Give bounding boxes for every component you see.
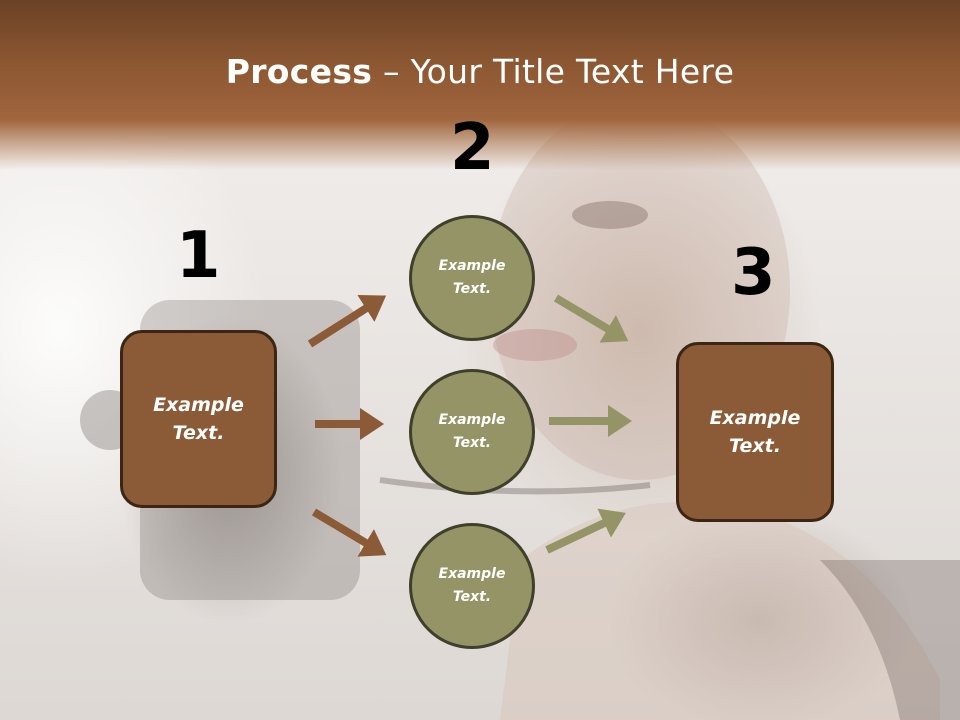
title-bold: Process xyxy=(225,52,373,91)
page-title: Process – Your Title Text Here xyxy=(0,52,960,91)
step-3-label-line1: Example xyxy=(709,406,801,429)
circle-top-line1: Example xyxy=(438,257,506,274)
step-3-label-line2: Text. xyxy=(729,435,781,457)
circle-top: Example Text. xyxy=(409,215,535,341)
arrow-right-up xyxy=(545,508,626,554)
arrow-left-up xyxy=(307,294,387,348)
circle-middle: Example Text. xyxy=(409,369,535,495)
step-1-label-line1: Example xyxy=(153,393,244,416)
step-3-box: Example Text. xyxy=(676,342,834,522)
step-1-box: Example Text. xyxy=(120,330,277,508)
arrow-left-down xyxy=(311,508,387,557)
step-number-3: 3 xyxy=(731,236,776,310)
title-rest: – Your Title Text Here xyxy=(372,52,735,91)
arrow-right-down xyxy=(553,294,629,343)
circle-bottom-line1: Example xyxy=(438,565,506,582)
circle-middle-line2: Text. xyxy=(452,435,492,451)
circle-bottom: Example Text. xyxy=(409,523,535,649)
circle-middle-line1: Example xyxy=(438,411,506,428)
circle-top-line2: Text. xyxy=(452,281,492,297)
header-band xyxy=(0,0,960,170)
step-number-2: 2 xyxy=(450,111,495,185)
circle-bottom-line2: Text. xyxy=(452,589,492,605)
step-1-label-line2: Text. xyxy=(172,422,225,444)
step-number-1: 1 xyxy=(176,219,221,293)
